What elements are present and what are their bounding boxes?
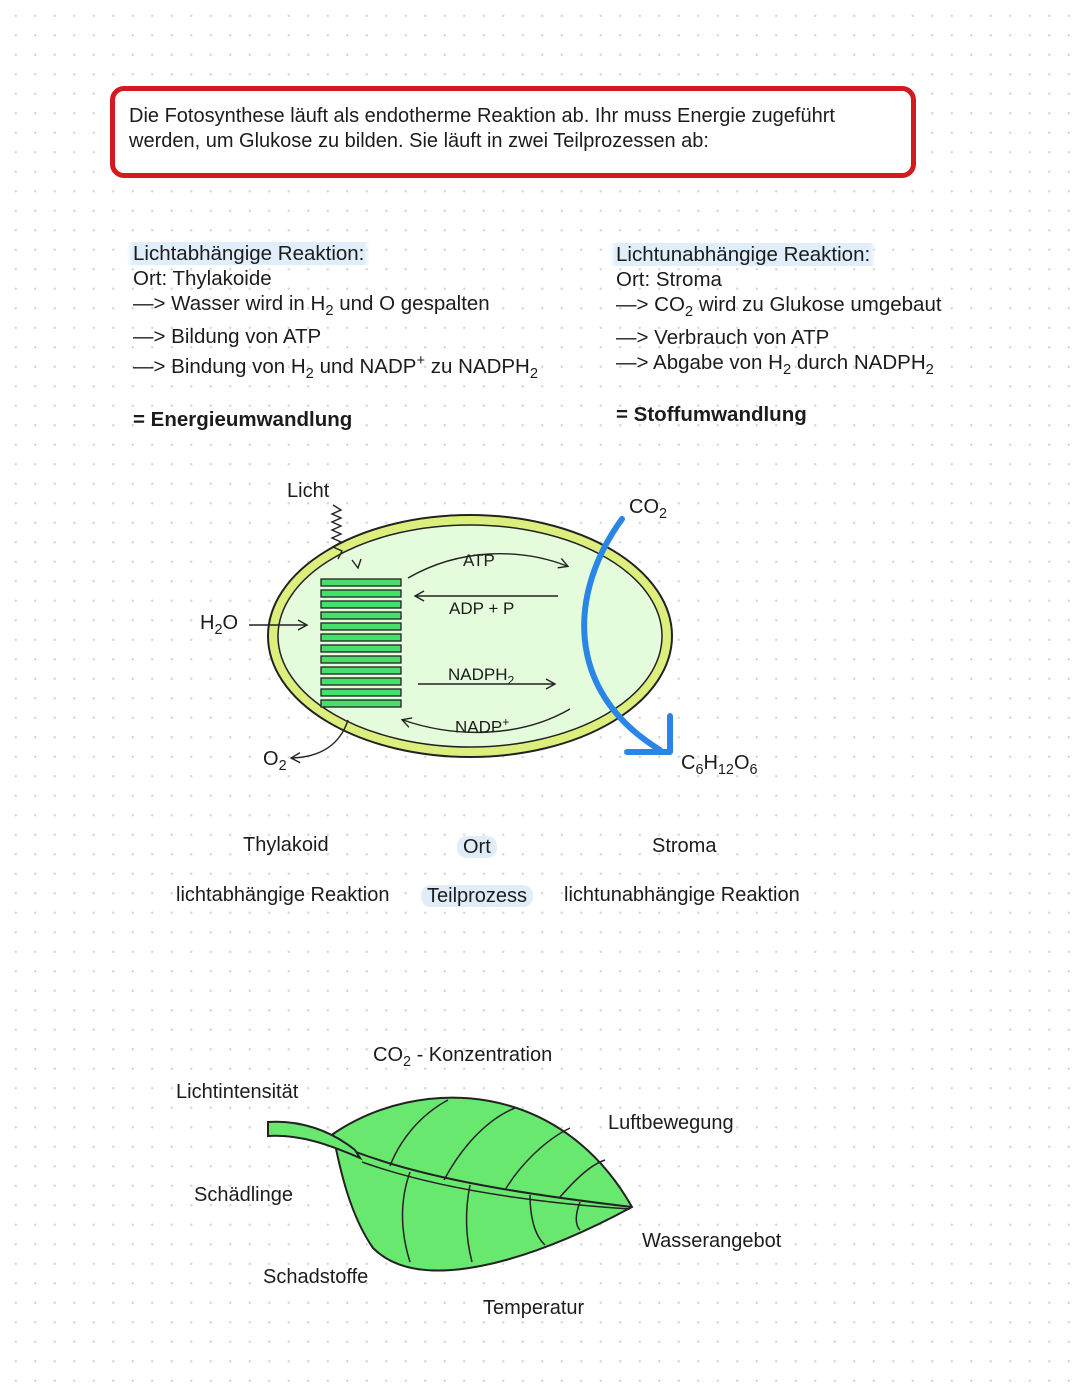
table-ort: Ort <box>457 836 497 859</box>
factor-lichtintensitaet: Lichtintensität <box>176 1081 299 1103</box>
factor-co2: CO2 - Konzentration <box>373 1044 553 1070</box>
intro-line-2: werden, um Glukose zu bilden. Sie läuft … <box>129 130 709 152</box>
leaf-midrib <box>355 1151 633 1208</box>
factor-luftbewegung: Luftbewegung <box>608 1112 734 1134</box>
table-dark-reaction: lichtunabhängige Reaktion <box>564 884 800 906</box>
light-wave-arrow <box>330 504 343 560</box>
light-reaction-location: Ort: Thylakoide <box>133 267 272 290</box>
intro-line-1: Die Fotosynthese läuft als endotherme Re… <box>129 105 835 127</box>
licht-label: Licht <box>287 480 330 502</box>
factor-wasserangebot: Wasserangebot <box>642 1230 782 1252</box>
adp-label: ADP + P <box>449 599 515 618</box>
factor-temperatur: Temperatur <box>483 1297 585 1319</box>
h2o-label: H2O <box>200 612 239 638</box>
light-reaction-step-1: —> Wasser wird in H2 und O gespalten <box>133 292 490 320</box>
atp-arrow <box>407 553 570 579</box>
light-reaction-step-2: —> Bildung von ATP <box>133 325 322 349</box>
o2-label: O2 <box>263 748 287 774</box>
dark-reaction-step-3: —> Abgabe von H2 durch NADPH2 <box>616 351 934 379</box>
table-stroma: Stroma <box>652 835 717 857</box>
nadph2-label: NADPH2 <box>448 665 515 688</box>
factor-schadstoffe: Schadstoffe <box>263 1266 369 1288</box>
o2-arrow <box>289 719 349 764</box>
light-reaction-title: Lichtabhängige Reaktion: <box>127 242 371 265</box>
atp-label: ATP <box>463 551 495 570</box>
light-reaction-section: Lichtabhängige Reaktion: Ort: Thylakoide… <box>127 241 539 432</box>
table-light-reaction: lichtabhängige Reaktion <box>176 884 390 906</box>
dark-reaction-summary: = Stoffumwandlung <box>616 403 807 427</box>
dark-reaction-step-2: —> Verbrauch von ATP <box>616 326 830 350</box>
glucose-label: C6H12O6 <box>681 752 758 778</box>
leaf-illustration <box>267 1096 634 1272</box>
leaf-stem <box>267 1120 363 1161</box>
light-reaction-summary: = Energieumwandlung <box>133 408 353 432</box>
nadp-label: NADP+ <box>455 715 510 737</box>
co2-label: CO2 <box>629 496 668 522</box>
leaf-blade <box>331 1096 634 1272</box>
dark-reaction-title: Lichtunabhängige Reaktion: <box>610 243 877 266</box>
co2-arrow <box>581 516 663 753</box>
intro-box: Die Fotosynthese läuft als endotherme Re… <box>110 86 916 178</box>
factor-schaedlinge: Schädlinge <box>194 1184 293 1206</box>
dark-reaction-location: Ort: Stroma <box>616 268 722 291</box>
dark-reaction-step-1: —> CO2 wird zu Glukose umgebaut <box>616 293 942 321</box>
table-teilprozess: Teilprozess <box>421 885 534 908</box>
nadp-arrow <box>400 708 571 734</box>
thylakoid-stack <box>320 578 402 708</box>
table-thylakoid: Thylakoid <box>243 834 329 856</box>
dark-reaction-section: Lichtunabhängige Reaktion: Ort: Stroma —… <box>610 242 942 427</box>
light-reaction-step-3: —> Bindung von H2 und NADP+ zu NADPH2 <box>133 353 539 383</box>
